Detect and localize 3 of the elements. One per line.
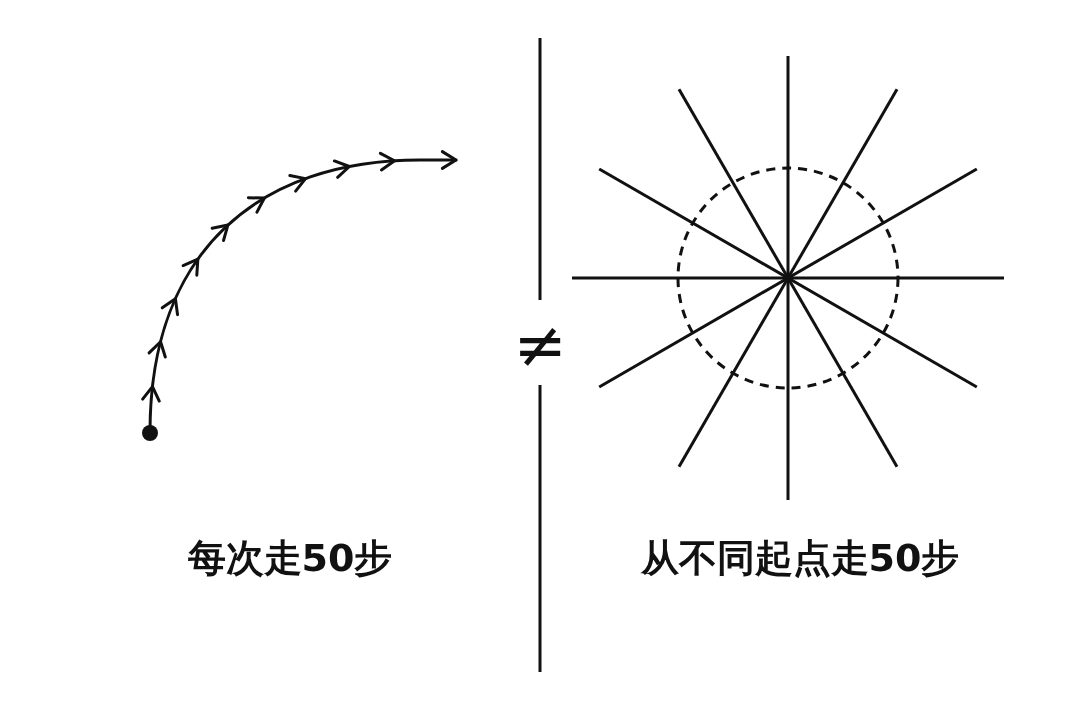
not-equal-sign: ≠ <box>513 313 567 377</box>
caption-text: 从不同起点走50步 <box>640 539 960 577</box>
caption-text: 每次走50步 <box>187 539 393 577</box>
